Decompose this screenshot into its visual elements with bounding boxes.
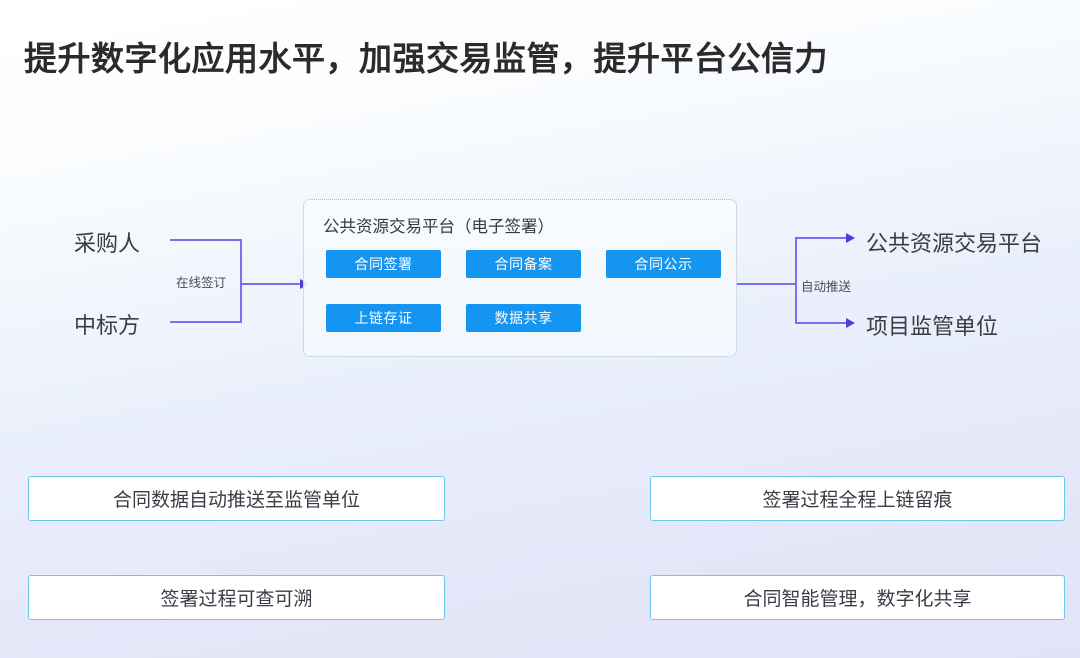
destination-label-regulator: 项目监管单位 (866, 314, 999, 339)
connector-stem-left (240, 283, 302, 285)
connector-stem-right (737, 283, 797, 285)
platform-panel: 公共资源交易平台（电子签署） 合同签署 合同备案 合同公示 上链存证 数据共享 (303, 199, 737, 357)
page-title: 提升数字化应用水平，加强交易监管，提升平台公信力 (24, 40, 828, 77)
capability-chip-contract-signing[interactable]: 合同签署 (326, 250, 441, 278)
connector-label-auto-push: 自动推送 (801, 280, 852, 294)
arrow-right-icon (846, 233, 855, 243)
benefit-card-traceable: 签署过程可查可溯 (28, 575, 445, 620)
capability-chip-data-sharing[interactable]: 数据共享 (466, 304, 581, 332)
benefit-card-auto-push: 合同数据自动推送至监管单位 (28, 476, 445, 521)
platform-panel-title: 公共资源交易平台（电子签署） (323, 218, 554, 236)
destination-label-platform: 公共资源交易平台 (866, 231, 1043, 256)
benefit-card-smart-management: 合同智能管理，数字化共享 (650, 575, 1065, 620)
capability-chip-contract-publicity[interactable]: 合同公示 (606, 250, 721, 278)
connector-label-online-sign: 在线签订 (176, 276, 227, 290)
connector-join-left (240, 239, 242, 323)
capability-chip-contract-filing[interactable]: 合同备案 (466, 250, 581, 278)
connector-line-platform (795, 237, 849, 239)
capability-chip-blockchain-evidence[interactable]: 上链存证 (326, 304, 441, 332)
arrow-right-icon (846, 318, 855, 328)
actor-label-winner: 中标方 (74, 313, 141, 338)
connector-join-right (795, 237, 797, 323)
connector-line-buyer (170, 239, 242, 241)
connector-line-winner (170, 321, 242, 323)
platform-capability-grid: 合同签署 合同备案 合同公示 上链存证 数据共享 (326, 250, 721, 332)
benefit-card-blockchain-trace: 签署过程全程上链留痕 (650, 476, 1065, 521)
actor-label-buyer: 采购人 (74, 231, 141, 256)
connector-line-regulator (795, 322, 849, 324)
